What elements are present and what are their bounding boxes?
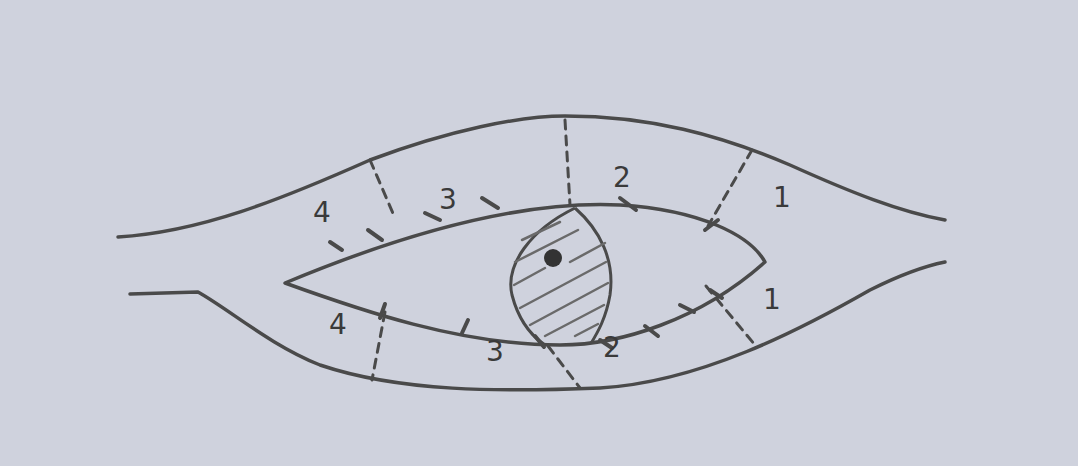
zone-number: 3 — [439, 186, 457, 214]
pupil — [544, 249, 562, 267]
outer-upper-contour — [118, 116, 945, 237]
eyelashes — [330, 198, 722, 348]
zone-number: 3 — [486, 338, 504, 366]
zone-number: 1 — [773, 184, 791, 212]
zone-number: 2 — [603, 334, 621, 362]
zone-boundaries — [370, 120, 755, 388]
zone-number: 4 — [313, 199, 331, 227]
outer-lower-contour — [130, 262, 945, 390]
zone-number: 4 — [329, 311, 347, 339]
iris — [511, 208, 611, 345]
eye-opening — [285, 205, 765, 345]
zone-number: 2 — [613, 164, 631, 192]
zone-number: 1 — [763, 286, 781, 314]
